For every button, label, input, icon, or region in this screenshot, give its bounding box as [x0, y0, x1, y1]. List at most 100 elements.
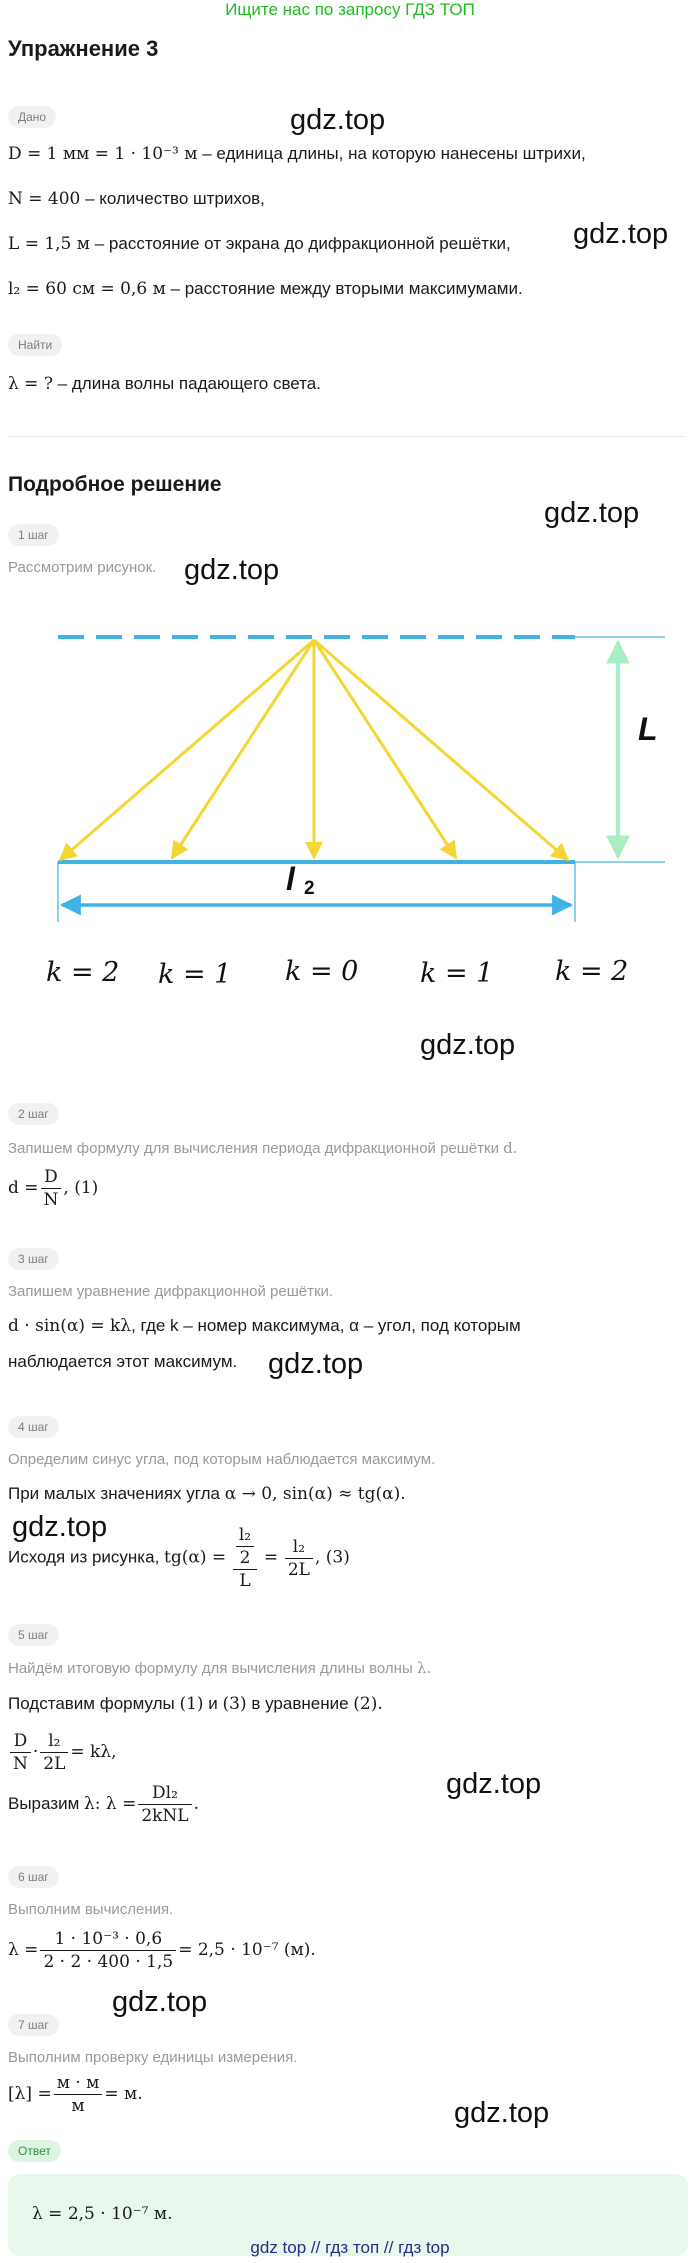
- fraction-D-N-den: N: [43, 1190, 59, 1210]
- units-lhs: [λ] =: [8, 2083, 52, 2104]
- watermark-6: gdz.top: [268, 1348, 364, 1380]
- solution-title: Подробное решение: [8, 473, 222, 496]
- given-2-text: – количество штрихов,: [80, 189, 265, 208]
- step-5-label: 5 шаг: [8, 1624, 59, 1646]
- answer-label: Ответ: [8, 2140, 61, 2162]
- substitution-tail: = kλ,: [70, 1741, 117, 1762]
- s5-b: (1): [179, 1694, 204, 1714]
- watermark-3: gdz.top: [544, 497, 640, 529]
- fraction-l2-2L-2-den: 2L: [43, 1754, 66, 1774]
- step-4-label: 4 шаг: [8, 1416, 59, 1438]
- inner-fraction-den: 2: [239, 1548, 251, 1568]
- step-6-label: 6 шаг: [8, 1866, 59, 1888]
- inner-fraction-num: l₂: [235, 1524, 255, 1547]
- express-tail: .: [193, 1793, 199, 1814]
- given-3-math: L = 1,5 м: [8, 234, 91, 254]
- given-4-text: – расстояние между вторыми максимумами.: [165, 279, 523, 298]
- step-3-line-2: наблюдается этот максимум.: [8, 1352, 238, 1371]
- step-3-line-1-tail: , где k – номер максимума, α – угол, под…: [131, 1316, 521, 1335]
- step-3-text: Запишем уравнение дифракционной решётки.: [8, 1283, 334, 1300]
- given-line-2: N = 400 – количество штрихов,: [8, 187, 265, 211]
- given-line-3: L = 1,5 м – расстояние от экрана до дифр…: [8, 232, 511, 256]
- find-math: λ = ?: [8, 374, 53, 394]
- diffraction-diagram: L l 2 k = 2 k = 1 k = 0 k = 1 k = 2: [46, 635, 665, 990]
- equals-sign: =: [263, 1547, 279, 1568]
- label-l: l: [286, 861, 296, 897]
- given-line-1: D = 1 мм = 1 · 10⁻³ м – единица длины, н…: [8, 142, 586, 166]
- label-l-sub: 2: [304, 878, 315, 899]
- ray-k1-left: [170, 639, 316, 860]
- tg-lhs: tg(α) =: [164, 1547, 227, 1568]
- find-label: Найти: [8, 334, 63, 356]
- k-label-5: k = 2: [555, 956, 628, 987]
- k-label-4: k = 1: [420, 958, 493, 989]
- formula-3-tail: , (3): [314, 1547, 350, 1568]
- fraction-l2-2L-den: 2L: [287, 1559, 310, 1580]
- find-line: λ = ? – длина волны падающего света.: [8, 372, 321, 396]
- given-1-math: D = 1 мм = 1 · 10⁻³ м: [8, 144, 198, 164]
- calc-lhs: λ =: [8, 1939, 39, 1960]
- watermark-2: gdz.top: [573, 218, 669, 250]
- formula-1-lhs: d =: [8, 1177, 39, 1198]
- s5-e: в уравнение: [246, 1694, 354, 1713]
- step-3-line-1: d · sin(α) = kλ, где k – номер максимума…: [8, 1314, 521, 1338]
- k-label-3: k = 0: [285, 956, 358, 987]
- step-4-line-1-prefix: При малых значениях угла: [8, 1484, 225, 1503]
- ray-k1-right: [312, 639, 458, 860]
- given-4-math: l₂ = 60 см = 0,6 м: [8, 279, 166, 299]
- units-result: = м.: [104, 2083, 143, 2104]
- watermark-10: gdz.top: [454, 2097, 550, 2129]
- footer-links[interactable]: gdz top // гдз топ // гдз top: [250, 2238, 450, 2257]
- fraction-l2-2L-num: l₂: [284, 1536, 313, 1559]
- watermark-1: gdz.top: [290, 104, 386, 136]
- exercise-title: Упражнение 3: [8, 36, 159, 61]
- step-2-label: 2 шаг: [8, 1103, 59, 1125]
- fraction-final-num: Dl₂: [138, 1782, 192, 1805]
- watermark-8: gdz.top: [446, 1768, 542, 1800]
- s5-c: и: [203, 1694, 223, 1713]
- watermark-7: gdz.top: [12, 1511, 108, 1543]
- step-4-line-2-prefix: Исходя из рисунка,: [8, 1547, 165, 1567]
- express-prefix: Выразим: [8, 1793, 84, 1813]
- given-1-text: – единица длины, на которую нанесены штр…: [197, 144, 586, 163]
- answer-value: λ = 2,5 · 10⁻⁷ м.: [32, 2204, 173, 2224]
- top-banner[interactable]: Ищите нас по запросу ГДЗ ТОП: [225, 0, 475, 19]
- step-7-text: Выполним проверку единицы измерения.: [8, 2049, 298, 2066]
- step-7-label: 7 шаг: [8, 2014, 59, 2036]
- calc-fraction-den: 2 · 2 · 400 · 1,5: [43, 1952, 174, 1972]
- fraction-D-N-num: D: [40, 1166, 62, 1189]
- calc-result: = 2,5 · 10⁻⁷ (м).: [178, 1939, 316, 1960]
- given-3-text: – расстояние от экрана до дифракционной …: [90, 234, 511, 253]
- k-label-2: k = 1: [158, 959, 231, 990]
- section-divider: [8, 436, 686, 437]
- step-5-line-1: Подставим формулы (1) и (3) в уравнение …: [8, 1692, 383, 1716]
- step-5-text: Найдём итоговую формулу для вычисления д…: [8, 1656, 431, 1681]
- k-label-1: k = 2: [46, 957, 119, 988]
- fraction-D-N-2-num: D: [10, 1730, 31, 1753]
- s5-a: Подставим формулы: [8, 1694, 180, 1713]
- fraction-final-den: 2kNL: [141, 1806, 189, 1826]
- answer-box: λ = 2,5 · 10⁻⁷ м.: [8, 2174, 688, 2256]
- s5-f: (2).: [353, 1694, 383, 1714]
- label-L: L: [638, 711, 658, 747]
- step-4-line-1: При малых значениях угла α → 0, sin(α) ≈…: [8, 1482, 406, 1506]
- watermark-5: gdz.top: [420, 1029, 516, 1061]
- fraction-l2-2L-2-num: l₂: [40, 1730, 69, 1753]
- step-5-var: λ.: [416, 1659, 432, 1677]
- step-3-label: 3 шаг: [8, 1248, 59, 1270]
- find-text: – длина волны падающего света.: [52, 374, 321, 393]
- fraction-D-N-2-den: N: [13, 1754, 28, 1774]
- given-2-math: N = 400: [8, 189, 81, 209]
